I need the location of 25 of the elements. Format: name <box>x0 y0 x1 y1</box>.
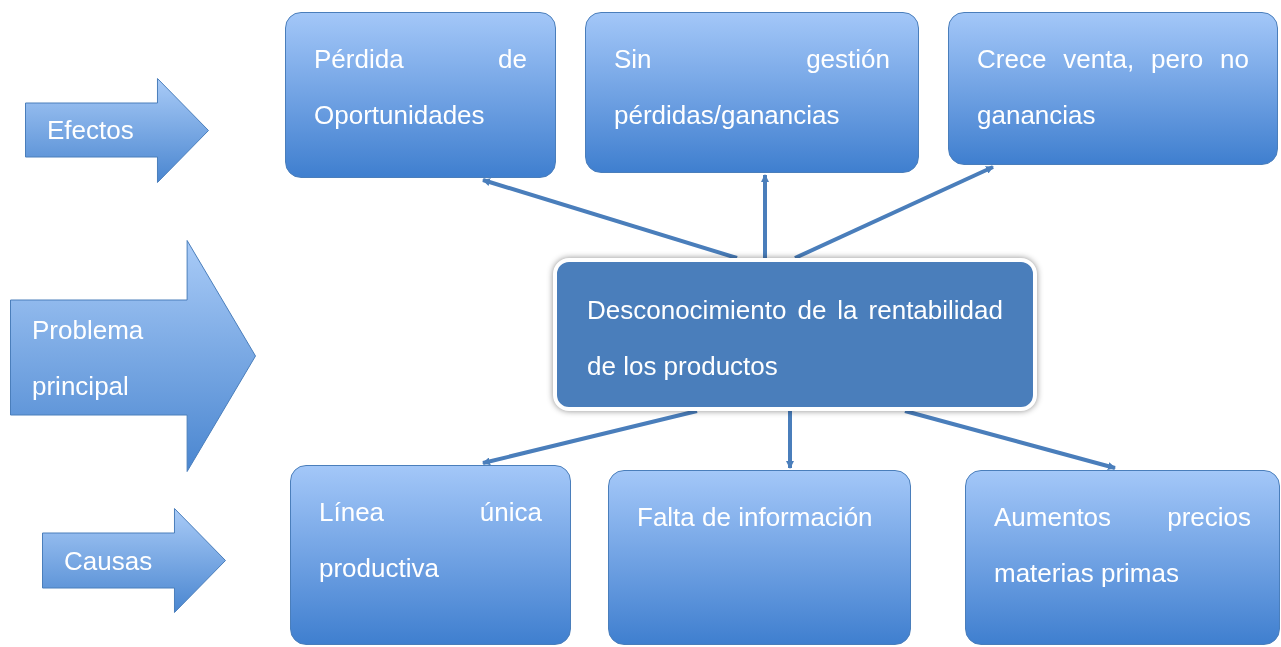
box-text: Pérdida de Oportunidades <box>314 43 527 132</box>
arrow <box>904 409 1116 471</box>
arrow-label: Problema principal <box>32 313 145 403</box>
concept-box <box>608 470 911 645</box>
concept-box <box>965 470 1280 645</box>
box-text: Sin gestión pérdidas/ganancias <box>614 43 890 132</box>
block-arrow <box>42 508 226 613</box>
box-text: Crece venta, pero no ganancias <box>977 43 1249 132</box>
arrow <box>794 165 994 260</box>
arrow-label: Causas <box>64 544 154 578</box>
concept-box <box>948 12 1278 165</box>
box-text: Línea única productiva <box>319 496 542 585</box>
box-text: Aumentos precios materias primas <box>994 501 1251 590</box>
arrow <box>761 174 769 258</box>
box-text: Falta de información <box>637 501 874 534</box>
arrow-label: Efectos <box>47 114 135 147</box>
block-arrow <box>25 78 209 183</box>
concept-box <box>290 465 571 645</box>
arrow <box>482 178 738 260</box>
arrow <box>786 411 794 469</box>
box-text: Desconocimiento de la rentabilidad de los productos <box>587 294 1003 383</box>
concept-box <box>285 12 556 178</box>
concept-box <box>585 12 919 173</box>
block-arrow <box>10 240 256 472</box>
arrow <box>482 409 698 466</box>
